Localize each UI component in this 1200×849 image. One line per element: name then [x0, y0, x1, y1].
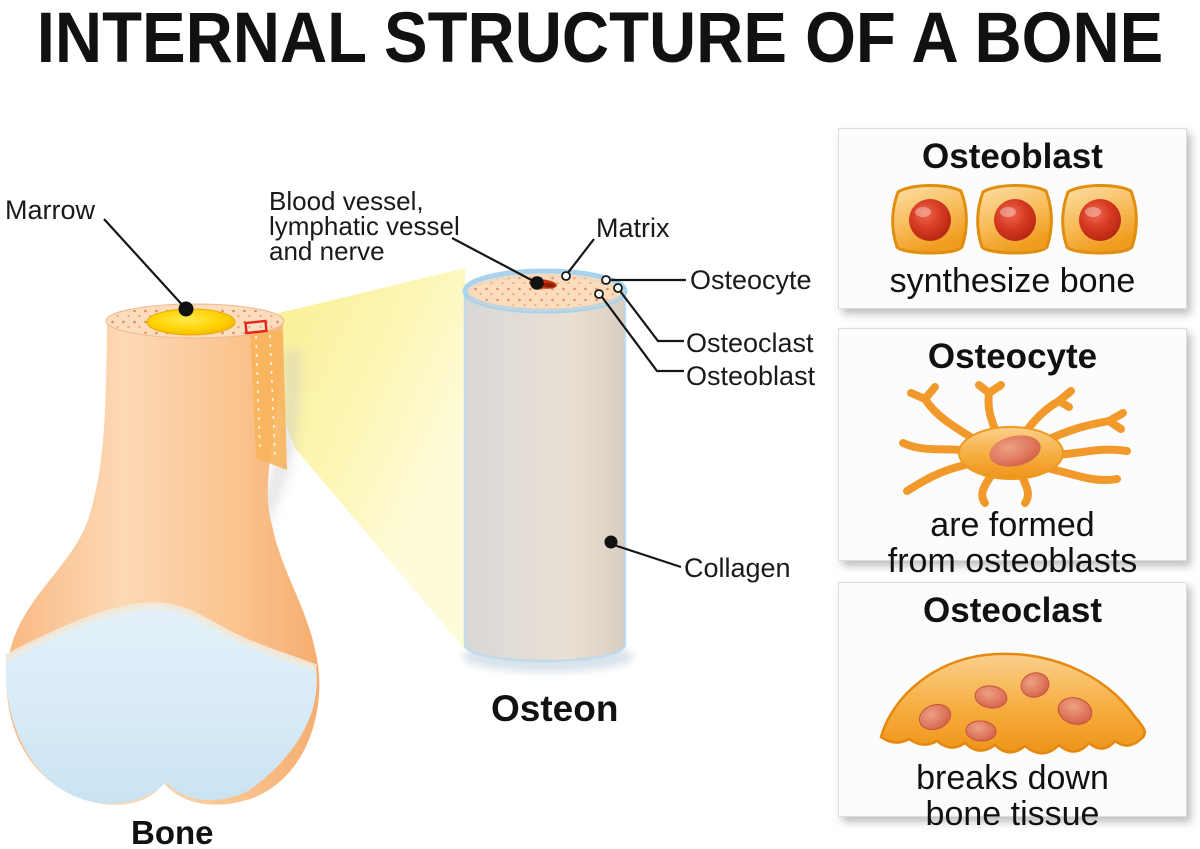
label-marrow: Marrow: [5, 195, 96, 225]
label-blood-vessel-line1: Blood vessel,: [269, 186, 424, 216]
blood-vessel-leader-line: [451, 237, 538, 284]
bone-illustration: [4, 303, 320, 805]
marrow-leader-line: [103, 218, 187, 310]
card-osteoblast-caption: synthesize bone: [889, 262, 1136, 301]
page-title: INTERNAL STRUCTURE OF A BONE: [36, 0, 1164, 77]
label-osteoclast: Osteoclast: [686, 328, 814, 358]
card-osteoblast: Osteoblast synthesize bone: [838, 128, 1187, 309]
matrix-marker-circle: [561, 271, 571, 281]
card-osteocyte: Osteocyte are formed: [838, 328, 1187, 579]
caption-bone: Bone: [131, 814, 214, 849]
card-osteoclast-caption: breaks down bone tissue: [916, 759, 1109, 834]
osteoclast-cell-icon: [879, 652, 1146, 755]
label-osteoblast: Osteoblast: [686, 361, 816, 391]
label-collagen: Collagen: [684, 553, 791, 583]
osteoblast-marker-circle: [594, 289, 604, 299]
cartilage: [5, 605, 317, 804]
osteoblast-cells-icon: [890, 184, 1138, 255]
osteocyte-marker-circle: [601, 275, 611, 285]
marrow-dot: [178, 301, 194, 317]
card-osteoclast-title: Osteoclast: [923, 591, 1102, 630]
card-osteoclast: Osteoclast breaks down bone tissue: [838, 582, 1187, 832]
label-blood-vessel: Blood vessel, lymphatic vessel and nerve: [269, 186, 460, 266]
collagen-leader-line: [613, 543, 682, 569]
label-matrix: Matrix: [596, 213, 670, 243]
caption-osteon: Osteon: [491, 688, 619, 729]
label-blood-vessel-line2: lymphatic vessel: [269, 211, 460, 241]
osteon-cylinder: [462, 268, 634, 672]
cut-strip: [250, 330, 287, 470]
osteocyte-cell-icon: [898, 381, 1131, 508]
osteoclast-leader-line: [619, 290, 684, 343]
collagen-dot: [604, 535, 618, 549]
leader-lines: [103, 218, 686, 569]
card-osteoblast-title: Osteoblast: [922, 137, 1103, 176]
blood-vessel-dot: [530, 276, 544, 290]
matrix-leader-line: [566, 238, 595, 275]
osteoclast-marker-circle: [613, 283, 623, 293]
card-osteocyte-caption: are formed from osteoblasts: [887, 506, 1138, 581]
card-osteocyte-title: Osteocyte: [927, 337, 1098, 376]
label-blood-vessel-line3: and nerve: [269, 236, 385, 266]
label-osteocyte: Osteocyte: [690, 265, 812, 295]
zoom-region-marker: [244, 319, 268, 335]
osteoblast-leader-line: [601, 296, 684, 373]
